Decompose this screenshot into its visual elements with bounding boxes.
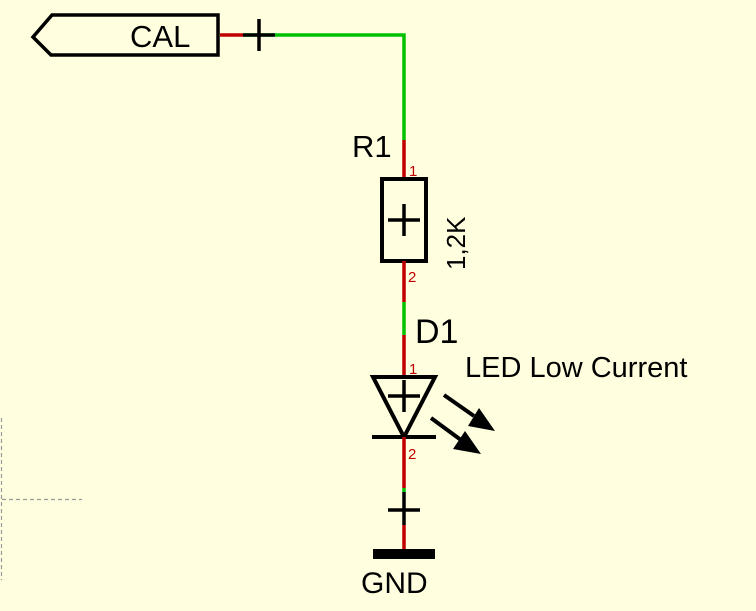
port-cal[interactable]: CAL [30,13,220,57]
r1-pin2-number: 2 [408,269,416,286]
gnd-label: GND [361,567,428,600]
ground-symbol[interactable]: GND [361,492,435,600]
d1-pin1-number: 1 [409,361,417,378]
sheet-border [0,418,82,580]
ground-icon [373,549,435,559]
led-d1[interactable]: D1 1 2 LED Low Current [369,313,687,488]
port-cal-label: CAL [130,19,190,54]
r1-pin1-number: 1 [409,163,417,180]
d1-designator: D1 [415,313,458,351]
resistor-r1[interactable]: R1 1 2 1,2K [352,129,471,302]
d1-pin2-number: 2 [408,446,416,463]
wire-cal-r1[interactable] [243,33,406,140]
r1-designator: R1 [352,129,392,164]
light-emission-icon [429,393,495,454]
d1-value: LED Low Current [465,352,687,384]
r1-value: 1,2K [441,216,471,270]
junction-cal[interactable] [243,19,275,51]
